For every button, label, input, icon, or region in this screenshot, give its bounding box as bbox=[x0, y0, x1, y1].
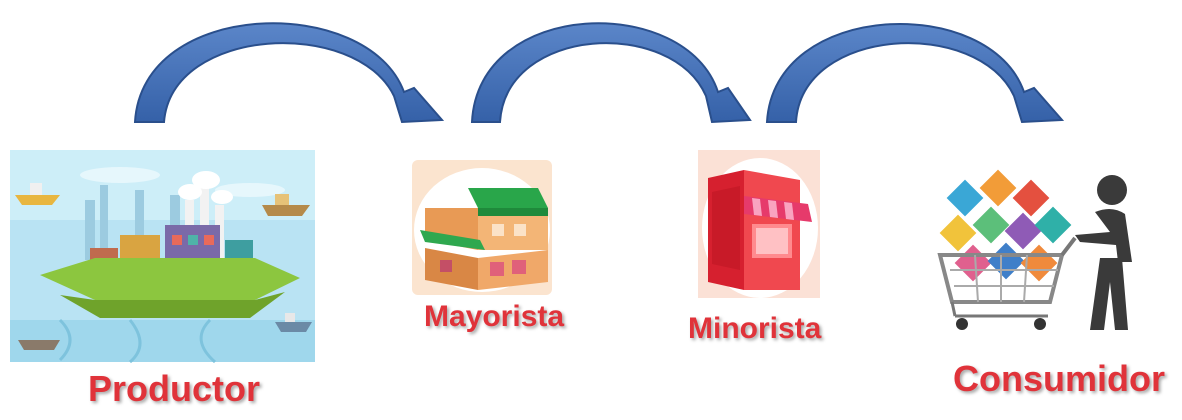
node-label-mayorista: Mayorista bbox=[424, 300, 565, 333]
arrow-mayorista-to-minorista bbox=[470, 22, 752, 124]
arrow-productor-to-mayorista bbox=[133, 22, 445, 124]
node-label-productor: Productor bbox=[88, 368, 261, 409]
node-label-minorista: Minorista bbox=[688, 312, 822, 345]
retail-shop-icon bbox=[698, 150, 820, 298]
node-label-consumidor: Consumidor bbox=[953, 358, 1165, 399]
wholesale-building-icon bbox=[412, 160, 552, 295]
shopping-cart-person-icon bbox=[937, 169, 1132, 330]
factory-island-icon bbox=[10, 150, 315, 364]
arrow-minorista-to-consumidor bbox=[765, 22, 1065, 124]
